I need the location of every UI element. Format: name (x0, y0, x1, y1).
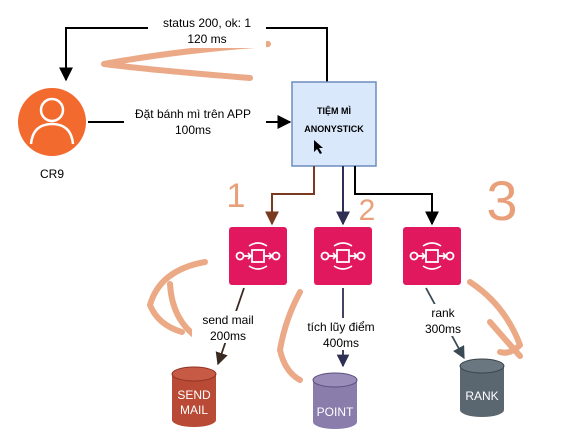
service-mail (228, 226, 288, 286)
cursor-icon (314, 140, 323, 154)
sketch-curve-right-2 (487, 319, 523, 359)
shop-name-line1: TIỆM MÌ (317, 105, 351, 116)
branch-arrow-rank (354, 166, 439, 226)
annotation-strokes (101, 41, 523, 383)
request-label-line1: Đặt bánh mì trên APP (135, 107, 251, 121)
shop-node: TIỆM MÌ ANONYSTICK (291, 81, 377, 167)
queue-icon (402, 226, 462, 286)
database-icon (313, 380, 357, 429)
queue-icon (228, 226, 288, 286)
service-point (313, 226, 373, 286)
service-mail-label-line1: send mail (202, 313, 253, 327)
db-send-mail-line1: SEND (177, 388, 211, 402)
db-rank-label: RANK (465, 389, 498, 403)
service-rank (402, 226, 462, 286)
db-point-label: POINT (317, 405, 354, 419)
shop-name-line2: ANONYSTICK (304, 124, 364, 134)
actor-name: CR9 (40, 167, 64, 181)
response-label-line2: 120 ms (187, 32, 226, 46)
database-icon (172, 374, 216, 427)
sketch-curve-left (147, 259, 208, 335)
sketch-curve-mid (277, 289, 303, 383)
service-point-label-line1: tích lũy điểm (307, 320, 374, 334)
response-label-line1: status 200, ok: 1 (163, 16, 251, 30)
queue-icon (313, 226, 373, 286)
db-send-mail-line2: MAIL (180, 403, 208, 417)
response-sketch-arrow (101, 41, 271, 81)
sketch-curve-right (467, 279, 523, 356)
actor-node: CR9 (18, 88, 86, 181)
request-label-line2: 100ms (175, 123, 211, 137)
db-point: POINT (312, 372, 358, 429)
annotation-2: 2 (359, 194, 376, 227)
service-mail-label-line2: 200ms (210, 329, 246, 343)
service-rank-label-line2: 300ms (425, 322, 461, 336)
db-rank: RANK (459, 358, 505, 417)
db-send-mail: SEND MAIL (171, 366, 217, 427)
annotation-1: 1 (227, 177, 246, 215)
branch-arrow-mail (265, 166, 315, 226)
service-point-label-line2: 400ms (323, 336, 359, 350)
service-rank-label-line1: rank (431, 306, 455, 320)
database-icon (460, 366, 504, 417)
annotation-3: 3 (486, 169, 517, 232)
